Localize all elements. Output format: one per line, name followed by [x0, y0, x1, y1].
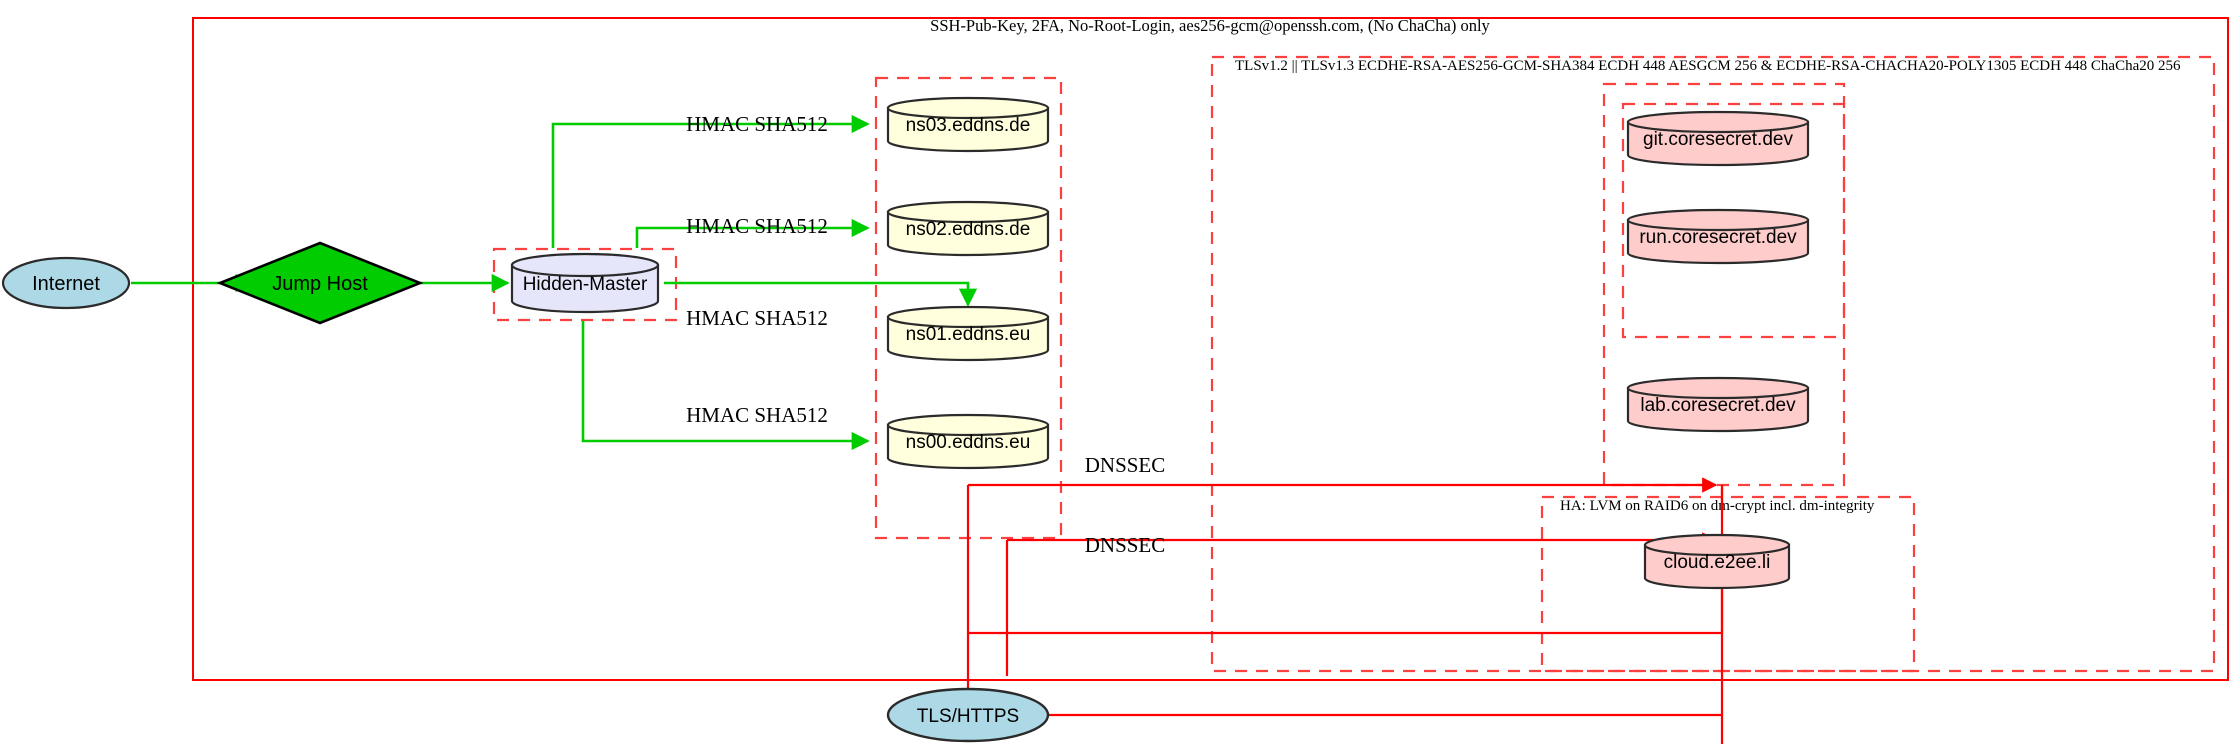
ssh-zone-boundary [192, 17, 2229, 681]
node-ns02-label: ns02.eddns.de [906, 219, 1031, 240]
node-hidden-master-label: Hidden-Master [523, 274, 648, 295]
node-git-coresecret[interactable]: git.coresecret.dev [1626, 110, 1810, 167]
node-cloud-e2ee-label: cloud.e2ee.li [1664, 552, 1771, 573]
node-lab-coresecret[interactable]: lab.coresecret.dev [1626, 376, 1810, 433]
ssh-zone-label: SSH-Pub-Key, 2FA, No-Root-Login, aes256-… [930, 16, 1490, 35]
tls-zone-boundary [1210, 55, 2216, 673]
node-git-coresecret-label: git.coresecret.dev [1643, 129, 1793, 150]
node-ns00-label: ns00.eddns.eu [906, 432, 1031, 453]
tls-zone-label: TLSv1.2 || TLSv1.3 ECDHE-RSA-AES256-GCM-… [1235, 58, 2181, 74]
edge-label-dnssec-lower: DNSSEC [1085, 533, 1166, 557]
node-jump-host[interactable]: Jump Host [216, 241, 424, 325]
coresecret-zone-boundary [1602, 82, 1846, 487]
node-ns02[interactable]: ns02.eddns.de [886, 200, 1050, 257]
node-ns01[interactable]: ns01.eddns.eu [886, 305, 1050, 362]
node-jump-host-label: Jump Host [272, 273, 368, 295]
node-tls-https-label: TLS/HTTPS [917, 706, 1019, 727]
node-ns01-label: ns01.eddns.eu [906, 324, 1031, 345]
edge-label-hmac-ns00: HMAC SHA512 [686, 403, 828, 427]
node-ns00[interactable]: ns00.eddns.eu [886, 413, 1050, 470]
edge-label-dnssec-upper: DNSSEC [1085, 453, 1166, 477]
edge-hiddenmaster-ns01 [664, 281, 978, 307]
edge-hiddenmaster-ns03 [551, 114, 870, 248]
node-internet[interactable]: Internet [1, 256, 131, 310]
node-run-coresecret-label: run.coresecret.dev [1639, 227, 1797, 248]
edge-label-hmac-ns03: HMAC SHA512 [686, 112, 828, 136]
node-lab-coresecret-label: lab.coresecret.dev [1640, 395, 1796, 416]
node-run-coresecret[interactable]: run.coresecret.dev [1626, 208, 1810, 265]
node-cloud-e2ee[interactable]: cloud.e2ee.li [1643, 533, 1791, 590]
node-hidden-master[interactable]: Hidden-Master [510, 252, 660, 314]
edge-label-hmac-ns02: HMAC SHA512 [686, 214, 828, 238]
ha-zone-label: HA: LVM on RAID6 on dm-crypt incl. dm-in… [1560, 498, 1875, 514]
node-ns03[interactable]: ns03.eddns.de [886, 96, 1050, 153]
edge-label-hmac-ns01: HMAC SHA512 [686, 306, 828, 330]
node-tls-https[interactable]: TLS/HTTPS [886, 687, 1050, 743]
edge-hiddenmaster-ns02 [635, 218, 870, 248]
node-ns03-label: ns03.eddns.de [906, 115, 1031, 136]
coresecret-inner-zone-boundary [1621, 102, 1846, 339]
edge-hiddenmaster-ns00 [581, 321, 870, 451]
node-internet-label: Internet [32, 273, 100, 295]
